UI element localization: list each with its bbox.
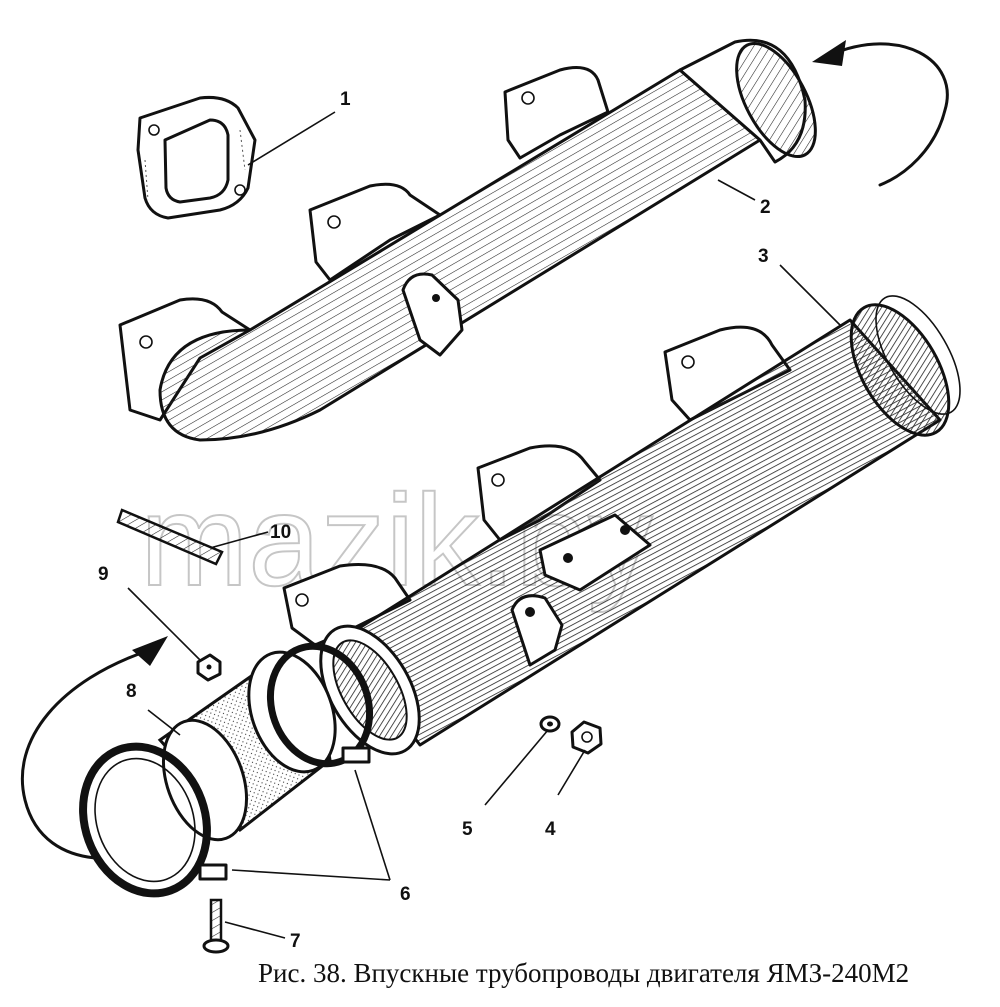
- callout-8: 8: [126, 681, 137, 702]
- flow-arrow-bottom: [20, 636, 168, 860]
- figure-caption: Рис. 38. Впускные трубопроводы двигателя…: [258, 958, 910, 988]
- flow-arrow-top: [812, 40, 949, 187]
- callout-5: 5: [462, 819, 473, 840]
- callout-7: 7: [290, 931, 301, 952]
- callout-3: 3: [758, 246, 769, 267]
- small-nut: [196, 653, 222, 682]
- hose-clamp-inner: [266, 642, 374, 768]
- connecting-sleeve: [157, 650, 337, 842]
- callout-9: 9: [98, 564, 109, 585]
- washer: [539, 715, 561, 733]
- upper-manifold: [118, 38, 817, 442]
- callout-6: 6: [400, 884, 411, 905]
- gasket: [136, 96, 257, 220]
- bolt: [202, 898, 230, 954]
- callout-10: 10: [270, 522, 291, 543]
- leader-lines: [127, 111, 841, 939]
- stud: [116, 508, 224, 566]
- nut: [570, 720, 603, 755]
- callout-2: 2: [760, 197, 771, 218]
- callout-1: 1: [340, 89, 351, 110]
- callout-4: 4: [545, 819, 556, 840]
- hose-clamp-outer: [79, 742, 228, 898]
